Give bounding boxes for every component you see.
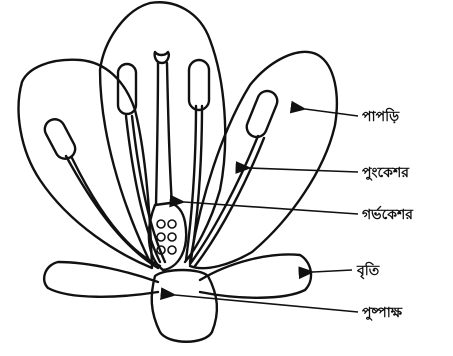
- label-pistil: গর্ভকেশর: [362, 205, 414, 223]
- stamen-anther-1: [41, 116, 78, 162]
- sepal-right: [200, 254, 311, 297]
- label-stamen: পুংকেশর: [362, 165, 410, 182]
- petal-center: [100, 2, 225, 262]
- stamen-anther-4: [244, 88, 281, 140]
- pistil-style: [156, 63, 172, 205]
- petal-right: [190, 52, 337, 268]
- stamen-filament-8: [195, 138, 264, 266]
- label-receptacle: পুষ্পাক্ষ: [362, 305, 403, 322]
- pistil-stigma: [155, 52, 169, 63]
- leader-pistil: [184, 202, 358, 214]
- stamen-anther-3: [189, 60, 209, 110]
- leader-petal: [305, 109, 358, 116]
- sepal-left: [44, 262, 158, 297]
- label-sepal: বৃতি: [356, 261, 380, 280]
- receptacle: [152, 270, 217, 342]
- leader-stamen: [250, 168, 358, 172]
- leader-sepal: [313, 270, 352, 272]
- label-petal: পাপড়ি: [362, 107, 400, 125]
